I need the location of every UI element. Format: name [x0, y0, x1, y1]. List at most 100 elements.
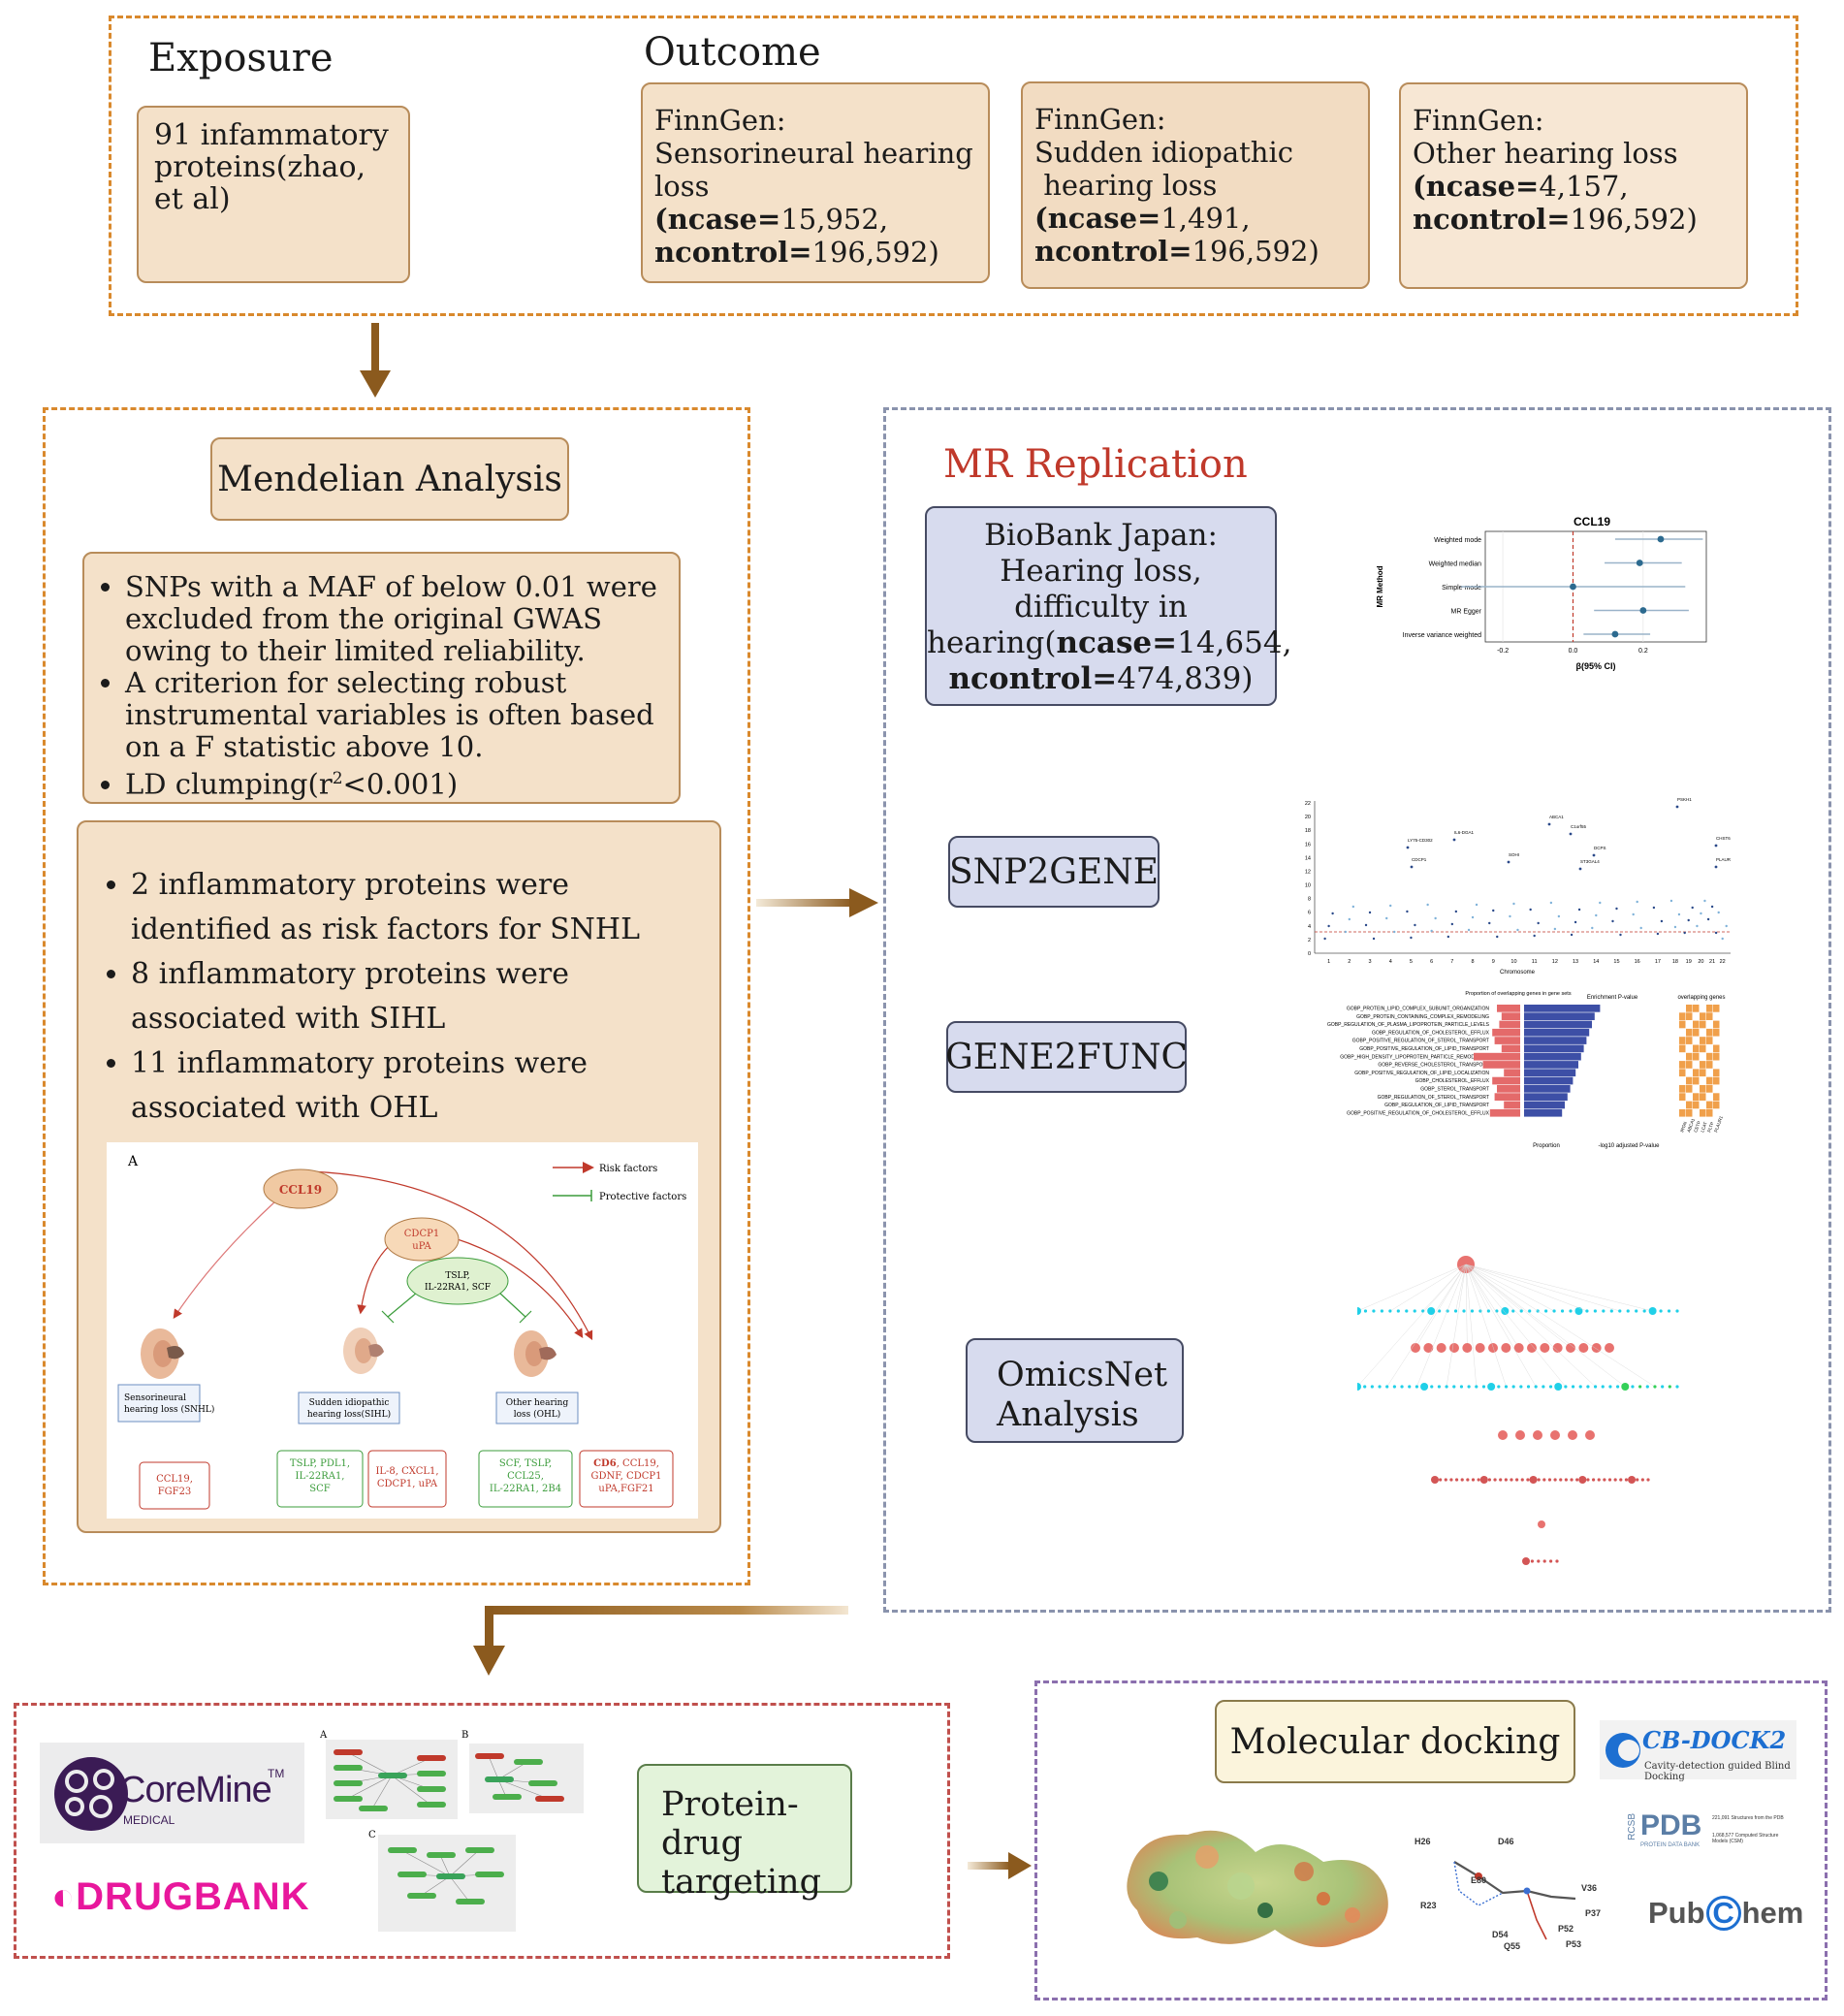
enrich-gene-cell — [1686, 1108, 1693, 1117]
omics-node — [1552, 1309, 1556, 1313]
manhattan-point — [1529, 908, 1532, 912]
omics-node — [1445, 1385, 1448, 1389]
manhattan-ytick: 0 — [1308, 951, 1311, 957]
omics-node — [1549, 1559, 1553, 1563]
drug-net-node — [475, 1872, 504, 1877]
enrich-proportion-bar — [1494, 1093, 1520, 1101]
enrich-gene-cell — [1679, 1069, 1686, 1077]
ligand-residue-label: D54 — [1492, 1930, 1509, 1939]
enrich-gene-label: PLTP — [1706, 1121, 1714, 1133]
omics-node — [1462, 1309, 1466, 1313]
omics-node — [1675, 1385, 1679, 1389]
ncase-label: (ncase= — [1413, 170, 1540, 203]
outcome-sihl-line2: Sudden idiopathic — [1034, 136, 1294, 169]
enrich-gene-cell — [1686, 1085, 1693, 1093]
disease-sihl-2: hearing loss(SIHL) — [307, 1409, 391, 1420]
manhattan-point — [1639, 926, 1642, 930]
manhattan-point — [1619, 933, 1622, 937]
omics-node — [1501, 1343, 1511, 1353]
manhattan-point — [1430, 929, 1433, 933]
omics-node — [1415, 1385, 1418, 1389]
node-cdcp1-label: CDCP1 — [404, 1229, 439, 1239]
omics-edge — [1415, 1264, 1467, 1349]
drug-net-edge — [488, 1755, 499, 1780]
enrich-gene-cell — [1700, 1108, 1706, 1117]
omics-node — [1538, 1520, 1545, 1528]
docking-title-box: Molecular docking — [1215, 1700, 1575, 1783]
docking-title: Molecular docking — [1229, 1721, 1561, 1762]
forest-xtick: 0.0 — [1569, 648, 1578, 655]
omics-node — [1603, 1478, 1606, 1482]
pubchem-c: C — [1705, 1896, 1741, 1931]
omics-node — [1554, 1383, 1563, 1391]
omics-edge — [1422, 1264, 1467, 1312]
ear-icon-snhl — [141, 1328, 184, 1379]
enrich-gene-cell — [1693, 1076, 1700, 1085]
omics-edge — [1465, 1264, 1620, 1312]
manhattan-ytick: 14 — [1305, 855, 1311, 861]
omics-node — [1467, 1385, 1471, 1389]
ohl-risk-3: uPA,FGF21 — [598, 1484, 653, 1494]
enrich-pvalue-bar — [1524, 1052, 1581, 1061]
pdb-logo: RCSB PDB PROTEIN DATA BANK 221,091 Struc… — [1627, 1809, 1787, 1858]
ear-icon-ohl — [514, 1330, 556, 1377]
pubchem-pub: Pub — [1648, 1896, 1705, 1930]
drug-net-node — [417, 1755, 446, 1761]
omics-node — [1408, 1385, 1412, 1389]
drug-net-node — [514, 1759, 543, 1765]
enrich-gene-cell — [1713, 1020, 1720, 1029]
coremine-sub: MEDICAL — [123, 1813, 175, 1827]
enrich-xt1: Proportion — [1533, 1143, 1560, 1149]
omics-node — [1547, 1478, 1552, 1482]
omics-edge — [1465, 1264, 1567, 1388]
omics-edge — [1465, 1264, 1572, 1349]
enrich-gene-cell — [1700, 1093, 1706, 1101]
enrich-pvalue-bar — [1524, 1061, 1578, 1069]
enrich-proportion-bar — [1497, 1005, 1520, 1012]
drug-net-edge — [497, 1778, 550, 1800]
enrich-gene-cell — [1706, 1052, 1713, 1061]
manhattan-point — [1450, 922, 1454, 926]
omics-edge — [1465, 1264, 1489, 1312]
omics-node — [1578, 1476, 1587, 1484]
enrich-gene-cell — [1700, 1069, 1706, 1077]
biobank-line1: BioBank Japan: — [984, 518, 1218, 553]
arrow-l-horizontal — [485, 1606, 848, 1615]
omics-node — [1542, 1559, 1546, 1563]
result-item: 2 inflammatory proteins were identified … — [131, 863, 710, 952]
omics-node — [1449, 1343, 1459, 1353]
manhattan-xtick: 19 — [1686, 959, 1692, 965]
enrich-gene-cell — [1713, 1052, 1720, 1061]
omics-edge — [1465, 1264, 1596, 1388]
result-item: 11 inflammatory proteins were associated… — [131, 1041, 710, 1131]
manhattan-gene-label: PSKH1 — [1677, 797, 1692, 802]
outcome-sihl-line2b: hearing loss — [1034, 169, 1218, 202]
ligand-residue-label: Q55 — [1504, 1941, 1520, 1951]
forest-xtick: -0.2 — [1497, 648, 1509, 655]
omics-node — [1526, 1385, 1531, 1389]
enrich-pvalue-bar — [1524, 1005, 1601, 1012]
omics-node — [1586, 1385, 1590, 1389]
omics-node — [1626, 1309, 1630, 1313]
enrich-proportion-bar — [1492, 1076, 1520, 1085]
omics-edge — [1389, 1264, 1467, 1312]
enrich-proportion-bar — [1489, 1108, 1520, 1117]
omics-node — [1646, 1478, 1650, 1482]
drug-net-node — [417, 1771, 446, 1776]
omics-node — [1380, 1309, 1383, 1313]
omics-node — [1501, 1307, 1510, 1315]
coremine-text: CoreMine — [119, 1770, 272, 1810]
enrich-gene-cell — [1693, 1052, 1700, 1061]
drug-net-node — [417, 1786, 446, 1792]
omics-node — [1462, 1343, 1473, 1353]
manhattan-point — [1348, 917, 1351, 921]
enrich-gene-cell — [1700, 1012, 1706, 1020]
omics-node — [1528, 1309, 1532, 1313]
enrich-col2: Enrichment P-value — [1587, 995, 1638, 1001]
edge-ccl19-ohl — [309, 1170, 593, 1341]
drug-panel — [14, 1703, 950, 1959]
enrich-proportion-bar — [1501, 1012, 1520, 1020]
enrich-term-label: GOBP_PROTEIN_CONTAINING_COMPLEX_REMODELI… — [1356, 1014, 1489, 1020]
